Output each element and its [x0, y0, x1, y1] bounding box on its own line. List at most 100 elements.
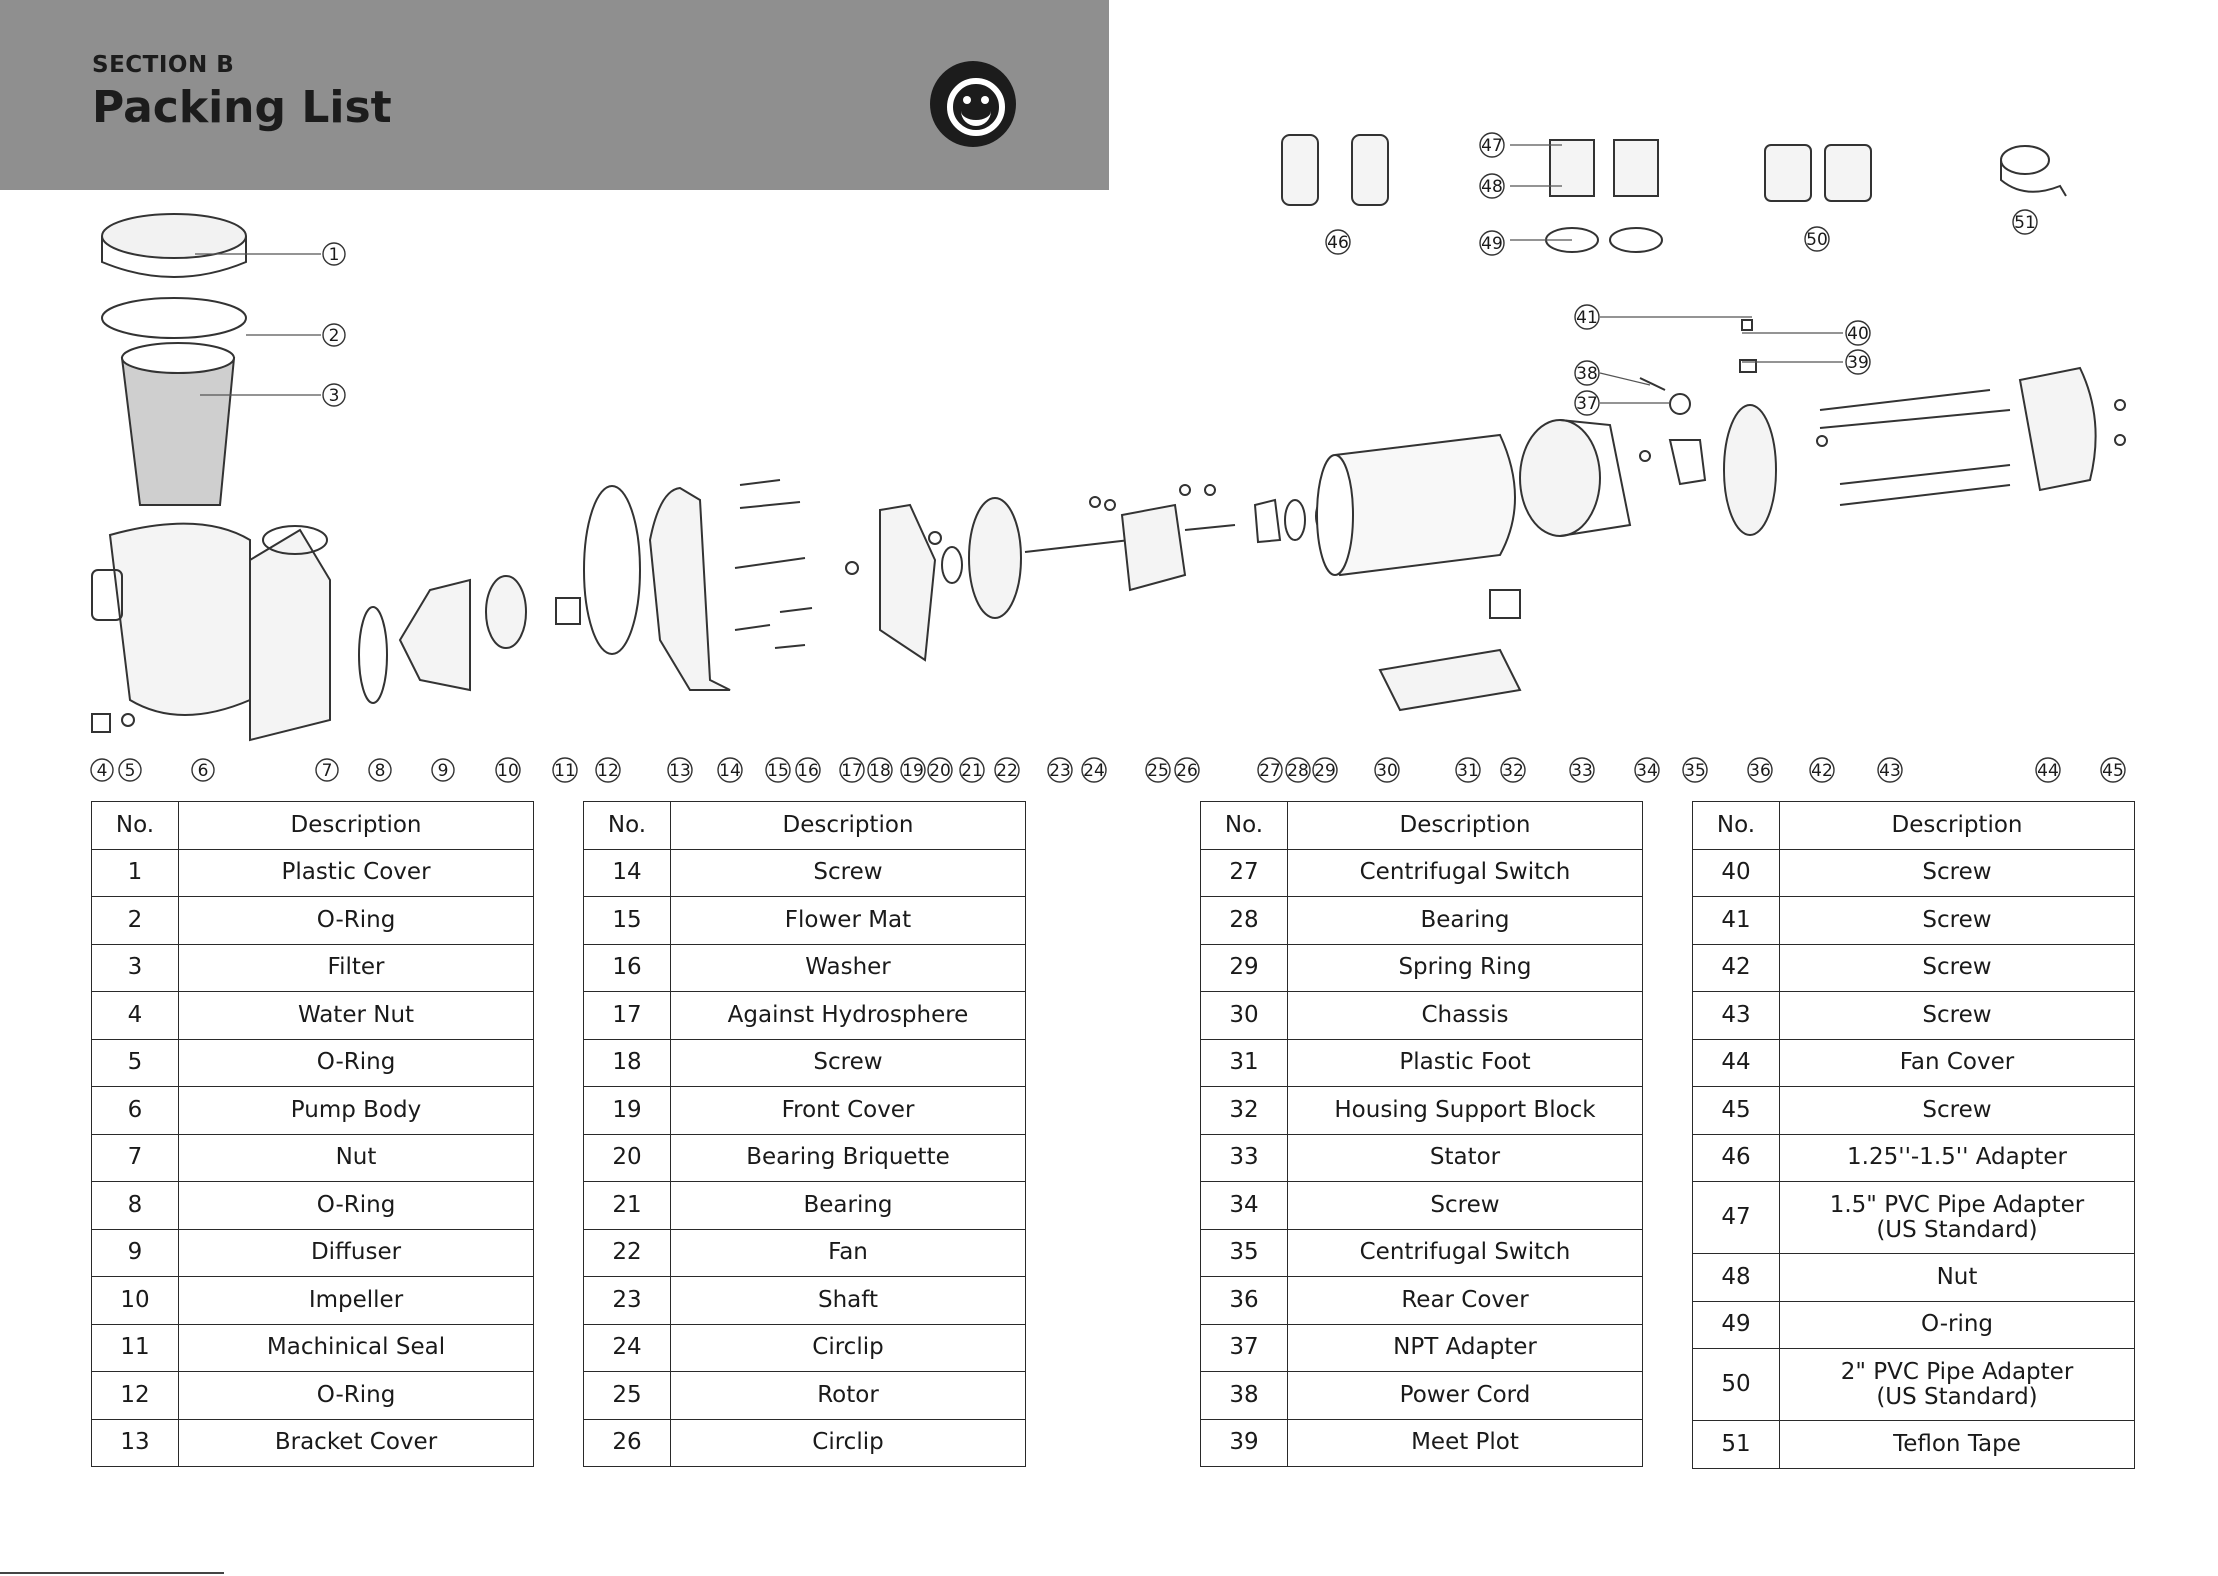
part-description: O-ring [1779, 1300, 2135, 1349]
part-description: 1.5" PVC Pipe Adapter(US Standard) [1779, 1181, 2135, 1254]
svg-text:25: 25 [1147, 761, 1169, 781]
part-description: 1.25''-1.5'' Adapter [1779, 1133, 2135, 1182]
callout: 49 [1479, 230, 1505, 256]
part-description: Water Nut [178, 991, 534, 1040]
callout: 18 [867, 757, 893, 783]
description-line: Bearing Briquette [746, 1144, 950, 1171]
svg-text:19: 19 [902, 761, 924, 781]
svg-text:20: 20 [929, 761, 951, 781]
svg-text:37: 37 [1576, 394, 1598, 414]
description-line: 2" PVC Pipe Adapter [1840, 1358, 2074, 1385]
part-number: 40 [1692, 848, 1780, 897]
svg-text:36: 36 [1749, 761, 1771, 781]
callout-labels: 1 2 3 4 5 6 7 8 9 10 11 12 13 14 15 16 1… [90, 132, 2126, 783]
part-number: 39 [1200, 1418, 1288, 1467]
part-number: 2 [91, 896, 179, 945]
svg-text:43: 43 [1879, 761, 1901, 781]
description-line: Filter [327, 954, 385, 981]
part-description: Pump Body [178, 1086, 534, 1135]
svg-text:10: 10 [497, 761, 519, 781]
svg-text:39: 39 [1847, 353, 1869, 373]
header-band [0, 0, 1109, 190]
part-number: 17 [583, 991, 671, 1040]
description-line: Teflon Tape [1893, 1430, 2021, 1457]
part-number: 41 [1692, 896, 1780, 945]
description-line: NPT Adapter [1393, 1334, 1537, 1361]
part-number: 4 [91, 991, 179, 1040]
part-number: 28 [1200, 896, 1288, 945]
part-description: Plastic Foot [1287, 1038, 1643, 1087]
part-description: Screw [1779, 991, 2135, 1040]
part-number: 11 [91, 1323, 179, 1372]
part-description: Screw [1779, 1086, 2135, 1135]
svg-text:49: 49 [1481, 234, 1503, 254]
part-number: 23 [583, 1276, 671, 1325]
description-line: Rotor [817, 1381, 879, 1408]
description-line: Impeller [308, 1286, 404, 1313]
smiley-face-icon [930, 61, 1016, 147]
part-description: Washer [670, 943, 1026, 992]
header-no: No. [1692, 801, 1780, 850]
description-line: 1.25''-1.5'' Adapter [1847, 1144, 2067, 1171]
svg-text:17: 17 [841, 761, 863, 781]
part-number: 21 [583, 1181, 671, 1230]
part-description: Spring Ring [1287, 943, 1643, 992]
callout: 14 [717, 757, 743, 783]
header-no: No. [583, 801, 671, 850]
svg-text:28: 28 [1287, 761, 1309, 781]
callout: 20 [927, 757, 953, 783]
callout: 41 [1574, 304, 1600, 330]
callout: 43 [1877, 757, 1903, 783]
part-number: 51 [1692, 1420, 1780, 1469]
svg-text:6: 6 [198, 761, 209, 781]
part-number: 36 [1200, 1276, 1288, 1325]
part-number: 3 [91, 943, 179, 992]
part-description: Stator [1287, 1133, 1643, 1182]
svg-text:44: 44 [2037, 761, 2059, 781]
svg-text:29: 29 [1314, 761, 1336, 781]
description-line: Nut [335, 1144, 377, 1171]
description-line: O-Ring [316, 1191, 396, 1218]
description-line: Screw [1922, 1001, 1992, 1028]
part-number: 33 [1200, 1133, 1288, 1182]
svg-text:12: 12 [597, 761, 619, 781]
callout: 36 [1747, 757, 1773, 783]
description-line: Centrifugal Switch [1359, 1239, 1571, 1266]
callout: 5 [118, 758, 142, 782]
callout: 29 [1312, 757, 1338, 783]
table-row: 2 O-Ring [91, 896, 534, 945]
callout: 11 [552, 757, 578, 783]
part-number: 26 [583, 1418, 671, 1467]
callout: 32 [1500, 757, 1526, 783]
part-description: Bracket Cover [178, 1418, 534, 1467]
description-line: (US Standard) [1876, 1216, 2038, 1243]
svg-text:8: 8 [375, 761, 386, 781]
description-line: O-Ring [316, 906, 396, 933]
part-number: 7 [91, 1133, 179, 1182]
svg-text:51: 51 [2014, 213, 2036, 233]
callout: 19 [900, 757, 926, 783]
callout: 8 [368, 758, 392, 782]
callout: 9 [431, 758, 455, 782]
part-description: Rotor [670, 1371, 1026, 1420]
svg-text:24: 24 [1083, 761, 1105, 781]
svg-text:34: 34 [1636, 761, 1658, 781]
description-line: Shaft [818, 1286, 878, 1313]
part-description: Chassis [1287, 991, 1643, 1040]
callout: 3 [322, 383, 346, 407]
part-number: 47 [1692, 1181, 1780, 1254]
description-line: Front Cover [781, 1096, 915, 1123]
part-number: 19 [583, 1086, 671, 1135]
